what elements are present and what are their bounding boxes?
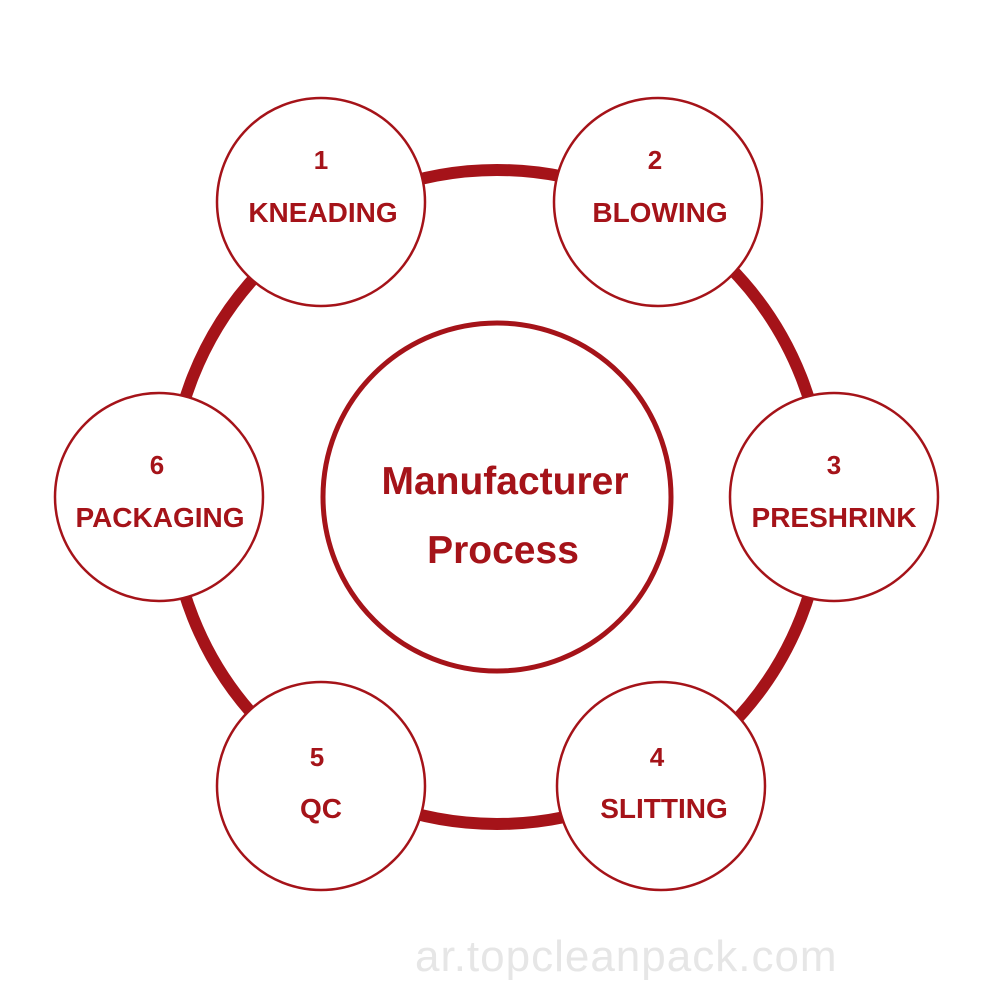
step-circle bbox=[215, 96, 427, 308]
step-node-4: 4 SLITTING bbox=[555, 680, 767, 892]
step-number: 2 bbox=[648, 145, 662, 175]
center-node: Manufacturer Process bbox=[320, 320, 674, 674]
step-circle bbox=[555, 680, 767, 892]
step-label: SLITTING bbox=[600, 793, 728, 824]
step-node-6: 6 PACKAGING bbox=[53, 391, 265, 603]
watermark-text: ar.topcleanpack.com bbox=[415, 932, 838, 981]
center-title-line2: Process bbox=[427, 529, 579, 572]
step-circle bbox=[215, 680, 427, 892]
step-number: 5 bbox=[310, 742, 324, 772]
step-number: 3 bbox=[827, 450, 841, 480]
step-node-3: 3 PRESHRINK bbox=[728, 391, 940, 603]
step-node-5: 5 QC bbox=[215, 680, 427, 892]
step-label: PRESHRINK bbox=[752, 502, 917, 533]
step-number: 4 bbox=[650, 742, 665, 772]
step-circle bbox=[728, 391, 940, 603]
step-number: 6 bbox=[150, 450, 164, 480]
step-circle bbox=[53, 391, 265, 603]
step-node-1: 1 KNEADING bbox=[215, 96, 427, 308]
step-circle bbox=[552, 96, 764, 308]
step-label: PACKAGING bbox=[75, 502, 244, 533]
step-node-2: 2 BLOWING bbox=[552, 96, 764, 308]
step-label: KNEADING bbox=[248, 197, 397, 228]
step-number: 1 bbox=[314, 145, 328, 175]
step-label: QC bbox=[300, 793, 342, 824]
center-title-line1: Manufacturer bbox=[381, 460, 628, 503]
step-label: BLOWING bbox=[592, 197, 727, 228]
center-circle bbox=[320, 320, 674, 674]
